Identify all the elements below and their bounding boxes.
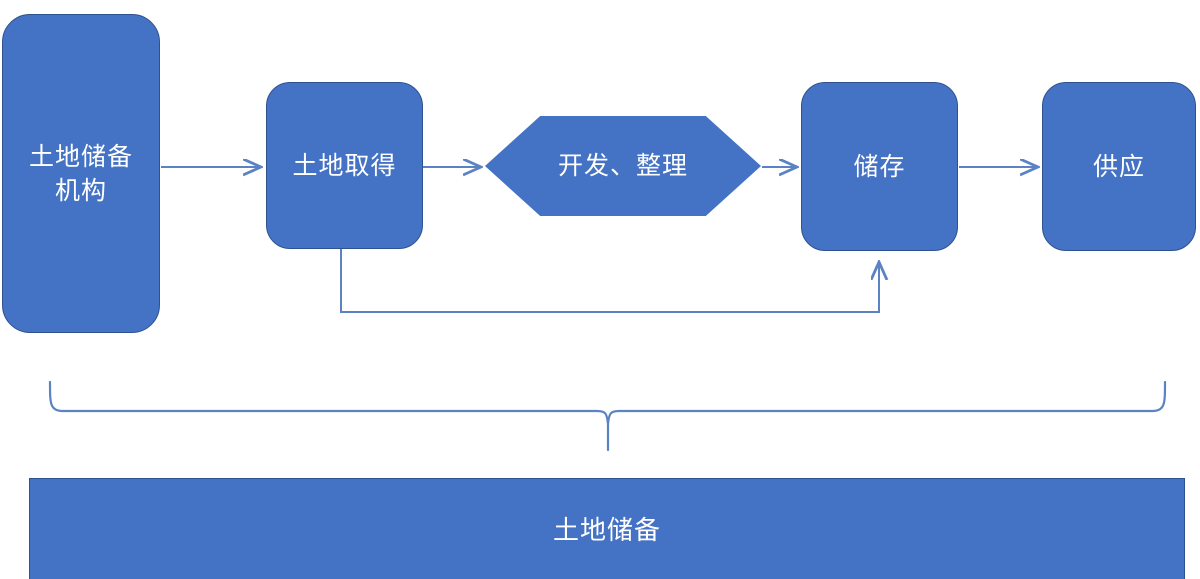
- node-label: 土地取得: [292, 150, 397, 180]
- node-label: 供应: [1092, 151, 1145, 181]
- node-land-reserve-agency[interactable]: 土地储备 机构: [2, 14, 160, 333]
- node-development-consolidation[interactable]: 开发、整理: [485, 116, 761, 216]
- scope-brace: [48, 380, 1167, 452]
- node-label: 土地储备 机构: [28, 141, 133, 205]
- node-land-reserve-banner[interactable]: 土地储备: [29, 478, 1185, 579]
- node-supply[interactable]: 供应: [1042, 82, 1196, 251]
- node-label: 土地储备: [552, 516, 661, 547]
- node-storage[interactable]: 储存: [801, 82, 958, 251]
- node-label: 开发、整理: [557, 151, 688, 181]
- connector-acquire-to-store-feedback: [340, 249, 879, 313]
- node-label: 储存: [853, 151, 906, 181]
- node-land-acquisition[interactable]: 土地取得: [266, 82, 423, 249]
